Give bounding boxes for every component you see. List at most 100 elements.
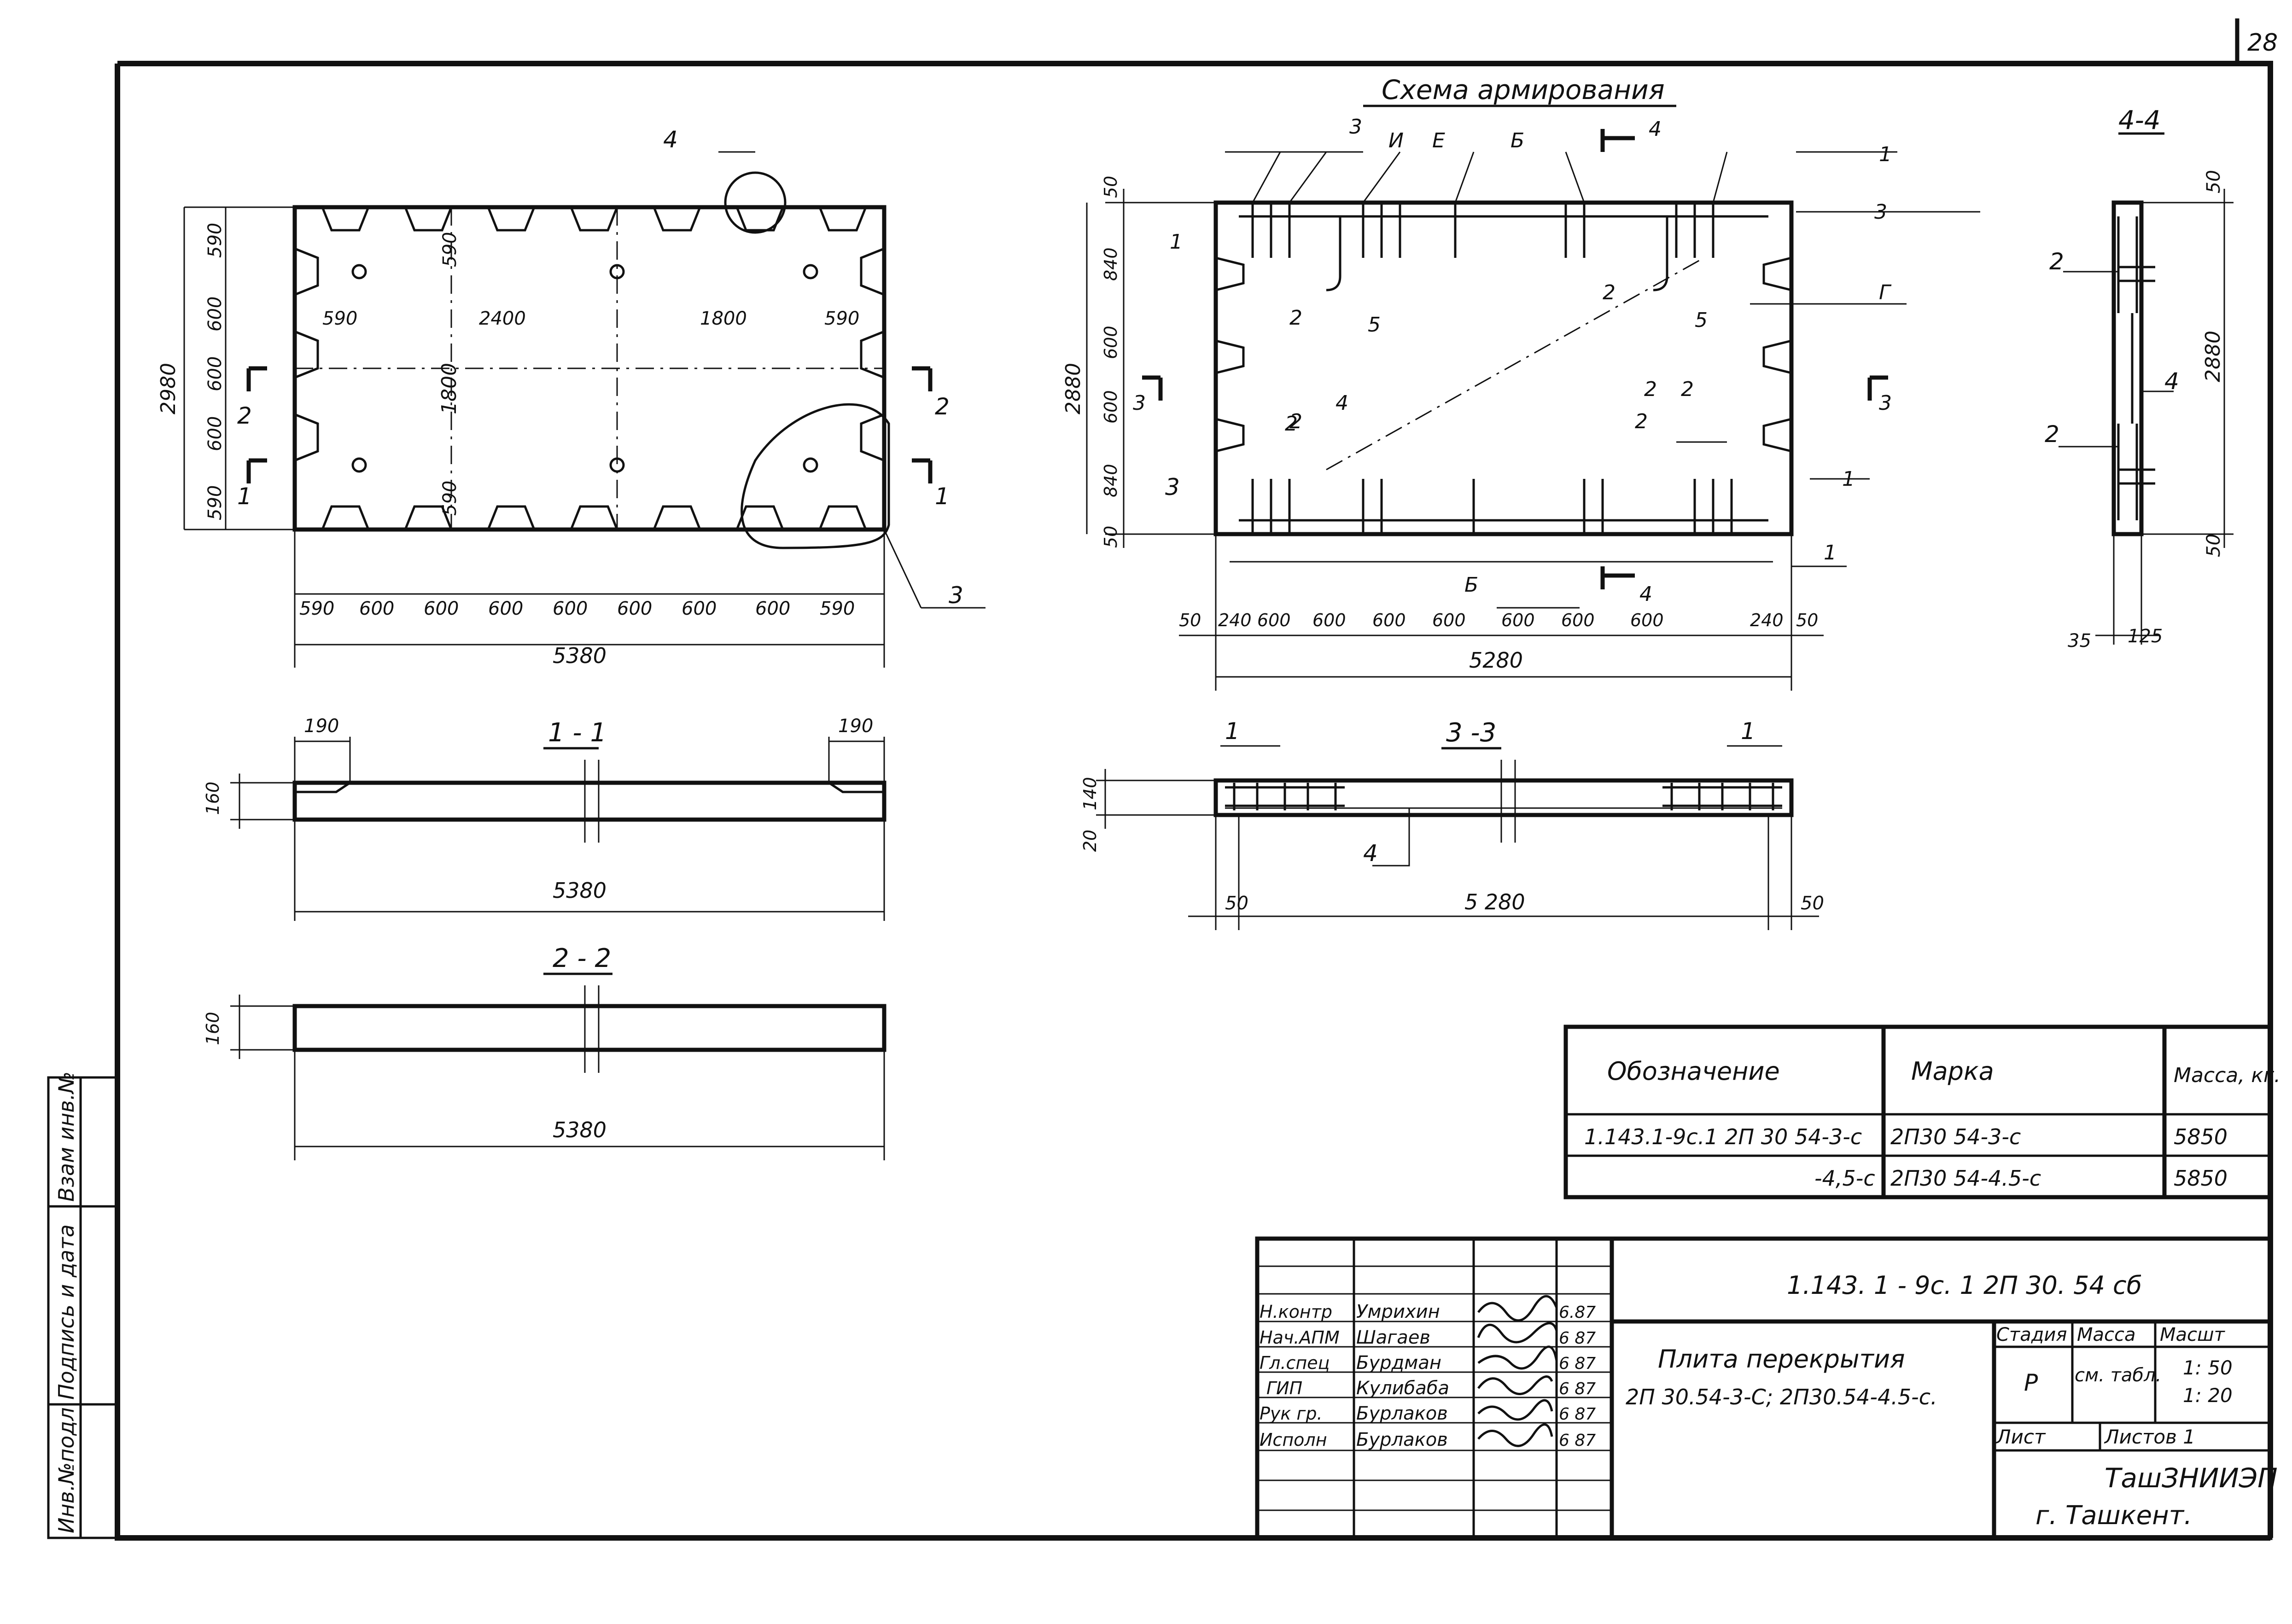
section-2-2 (230, 972, 886, 1160)
reinf-dim-bottom-8: 600 (1561, 610, 1595, 630)
tb-scale-1: 1: 50 (2183, 1356, 2233, 1379)
reinf-callout-3-left-bottom: 3 (1165, 474, 1180, 501)
spec-row2-mark: 2П30 54-4.5-с (1890, 1166, 2041, 1191)
reinf-callout-5a: 5 (1368, 313, 1381, 337)
spec-header-mark: Марка (1911, 1057, 1994, 1086)
tb-role-1: Н.контр (1260, 1302, 1332, 1322)
plan-callout-1-right: 1 (935, 483, 950, 510)
tb-name-6: Бурлаков (1356, 1429, 1448, 1450)
reinf-callout-3-right: 3 (1874, 200, 1887, 224)
tb-sheets-label: Листов 1 (2104, 1426, 2195, 1448)
sec44-callout-2-top: 2 (2049, 248, 2064, 275)
reinf-dim-bottom-1: 50 (1179, 610, 1201, 630)
reinf-dim-left-4: 600 (1101, 390, 1121, 424)
reinforcement-view (1086, 105, 1980, 691)
sec44-dim-35: 35 (2068, 630, 2091, 652)
reinf-callout-4-bottom: 4 (1639, 582, 1652, 606)
plan-dim-bottom-1: 590 (299, 598, 334, 619)
reinf-outline (1213, 200, 1794, 536)
spec-row2-mass: 5850 (2174, 1166, 2228, 1191)
tb-org-1: ТашЗНИИЭП (2105, 1462, 2278, 1494)
tb-role-4: ГИП (1266, 1378, 1302, 1398)
sec44-title: 4-4 (2118, 105, 2160, 135)
tb-doc-code: 1.143. 1 - 9с. 1 2П 30. 54 сб (1787, 1271, 2142, 1300)
tb-name-3: Бурдман (1356, 1352, 1441, 1374)
reinf-callout-5b: 5 (1695, 309, 1708, 332)
spec-table (1563, 1024, 2273, 1199)
plan-dim-bottom-9: 590 (820, 598, 855, 619)
plan-dim-bottom-3: 600 (424, 598, 459, 619)
tb-name-line2: 2П 30.54-3-С; 2П30.54-4.5-с. (1626, 1385, 1937, 1409)
reinf-dim-left-3: 600 (1101, 326, 1121, 359)
reinf-dim-bottom-4: 600 (1312, 610, 1346, 630)
reinf-title: Схема армирования (1382, 74, 1665, 105)
sec11-dim-height: 160 (203, 781, 223, 815)
plan-dim-bottom-5: 600 (553, 598, 588, 619)
tb-date-5: 6 87 (1559, 1405, 1596, 1424)
tb-mass-value: см. табл. (2075, 1365, 2161, 1386)
plan-dim-left-total: 2980 (157, 363, 180, 414)
reinf-callout-1-top: 1 (1879, 143, 1892, 166)
reinf-dim-bottom-9: 600 (1630, 610, 1664, 630)
tb-name-2: Шагаев (1356, 1327, 1430, 1348)
stamp-replace-inv: Взам инв.№ (54, 1071, 79, 1202)
reinf-dim-bottom-3: 600 (1257, 610, 1291, 630)
tb-role-6: Исполн (1260, 1430, 1327, 1450)
plan-inner-dim-7: 1800 (437, 363, 461, 414)
tb-role-3: Гл.спец (1260, 1353, 1330, 1373)
sec44-dim-total: 2880 (2201, 331, 2225, 382)
section-1-1 (230, 737, 886, 921)
title-block (1255, 1236, 2273, 1540)
reinf-callout-3-right-bottom: 1 (1842, 467, 1855, 491)
reinf-callout-2a: 2 (1289, 306, 1302, 330)
reinf-callout-2d: 2 (1635, 410, 1648, 433)
sec33-title: 3 -3 (1446, 718, 1496, 748)
plan-dim-total: 5380 (553, 643, 607, 668)
reinf-callout-1-left: 1 (1170, 230, 1183, 254)
tb-role-2: Нач.АПМ (1260, 1327, 1340, 1348)
reinf-callout-e: Е (1432, 129, 1445, 152)
sec22-title: 2 - 2 (553, 943, 611, 973)
sec44-dim-125: 125 (2128, 626, 2163, 647)
tb-name-4: Кулибаба (1356, 1378, 1449, 1399)
tb-stage: Р (2024, 1369, 2038, 1396)
plan-inner-dim-3: 1800 (700, 308, 747, 329)
reinf-dim-bottom-7: 600 (1501, 610, 1535, 630)
plan-dim-bottom-7: 600 (682, 598, 717, 619)
reinf-callout-1-bottom: 1 (1824, 541, 1837, 565)
reinf-callout-g: Г (1879, 281, 1892, 304)
tb-name-line1: Плита перекрытия (1658, 1345, 1905, 1374)
sec33-callout-1-left: 1 (1225, 718, 1240, 745)
plan-dim-left-4: 600 (204, 416, 226, 451)
reinf-dim-left-5: 840 (1101, 464, 1121, 497)
plan-view (183, 151, 986, 668)
plan-callout-3: 3 (949, 582, 963, 609)
sec22-dim-height: 160 (203, 1012, 223, 1045)
sheet-number: 28 (2247, 29, 2278, 57)
tb-date-2: 6 87 (1559, 1329, 1596, 1348)
plan-dim-left-1: 590 (204, 223, 226, 258)
plan-callout-2-right: 2 (935, 393, 950, 420)
tb-role-5: Рук гр. (1260, 1403, 1323, 1424)
sec33-callout-4: 4 (1363, 840, 1378, 867)
spec-row1-mark: 2П30 54-3-с (1890, 1124, 2021, 1149)
stamp-signature-date: Подпись и дата (54, 1224, 79, 1400)
reinf-dim-left-total: 2880 (1061, 363, 1085, 414)
tb-name-1: Умрихин (1356, 1301, 1440, 1322)
reinf-dim-total: 5280 (1469, 648, 1523, 673)
signatures (1477, 1295, 1558, 1447)
plan-dim-bottom-2: 600 (359, 598, 394, 619)
sec22-dim-total: 5380 (553, 1118, 607, 1142)
plan-dim-left-5: 590 (204, 485, 226, 520)
reinf-callout-b-top: Б (1511, 129, 1524, 152)
tb-scale-2: 1: 20 (2183, 1384, 2233, 1407)
stamp-inv-original: Инв.№подл (54, 1408, 79, 1533)
sec44-callout-2-bottom: 2 (2045, 421, 2059, 448)
section-4-4 (2059, 132, 2234, 645)
plan-callout-2-left: 2 (237, 402, 252, 429)
spec-row1-designation: 1.143.1-9с.1 2П 30 54-3-с (1584, 1124, 1862, 1149)
sec33-dim-140: 140 (1080, 777, 1100, 810)
sec11-title: 1 - 1 (548, 718, 607, 748)
sec33-dim-total: 5 280 (1464, 890, 1525, 914)
